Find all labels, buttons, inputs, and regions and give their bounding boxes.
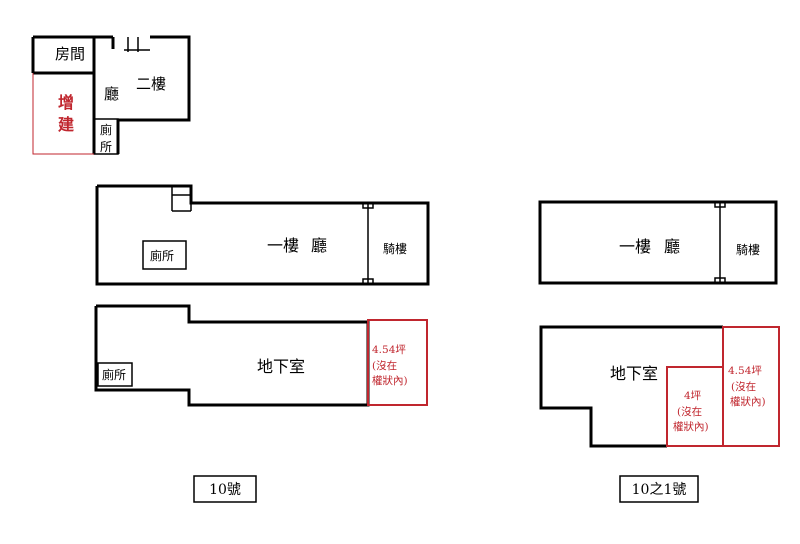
unit10-floor1-label: 一樓 [267,236,299,255]
unit10-extra-area-note-1: (沒在 [372,359,397,372]
unit10-extra-area-box [367,319,428,406]
unit10-floor1-hall-label: 廳 [311,236,327,255]
column-mark [714,277,726,284]
unit10-caption-box [193,475,257,503]
extension-label-2: 建 [58,115,74,134]
floor2-toilet-box [93,118,119,155]
unit10-1-extra-area-a-note-2: 權狀內) [673,420,709,433]
floor2-hall-label: 廳 [104,85,119,103]
unit10-1-extra-area-b-box [722,326,780,447]
column-mark [362,202,374,209]
unit10-basement-toilet-label: 廁所 [102,367,126,382]
column-mark [362,278,374,285]
floor2-outer-wall-right [116,35,191,154]
unit10-1-extra-area-b-note-1: (沒在 [731,380,756,393]
unit10-1-extra-area-a-note-1: (沒在 [677,405,702,418]
unit10-caption-text: 10號 [209,482,241,498]
unit10-basement-plan: 廁所 地下室 4.54坪 (沒在 權狀內) [94,304,428,407]
unit10-extra-area-note-2: 權狀內) [372,374,408,387]
unit10-1-arcade-label: 騎樓 [736,242,760,257]
unit10-floor1-toilet-label: 廁所 [150,248,174,263]
unit10-1-caption: 10之1號 [619,475,699,503]
unit10-1-caption-box [619,475,699,503]
unit10-1-floor1-hall-label: 廳 [664,237,680,256]
unit10-1-basement-label: 地下室 [610,364,658,383]
unit10-basement-label: 地下室 [257,357,305,376]
extension-outline [32,73,94,155]
unit10-1-extra-area-b-size: 4.54坪 [728,364,762,377]
column-mark [714,201,726,208]
room-label: 房間 [55,45,85,63]
floor2-toilet-label-1: 廁 [100,122,112,137]
unit10-floor1-plan: 廁所 一樓 廳 騎樓 [95,184,430,286]
floor2-toilet-label-2: 所 [100,140,112,154]
unit10-1-extra-area-b-note-2: 權狀內) [730,395,766,408]
unit10-1-basement-plan: 地下室 4坪 (沒在 權狀內) 4.54坪 (沒在 權狀內) [539,325,780,448]
floor2-plan: 房間 二樓 廳 增 建 廁 所 [31,35,191,155]
unit10-basement-toilet-box [97,362,133,387]
floor2-label: 二樓 [136,75,166,93]
unit10-1-floor1-plan: 一樓 廳 騎樓 [538,200,778,285]
unit10-1-floor1-label: 一樓 [619,237,651,256]
unit10-basement-outline [94,304,370,407]
unit10-caption: 10號 [193,475,257,503]
unit10-extra-area-size: 4.54坪 [372,343,406,356]
unit10-floor1-toilet-box [142,240,187,270]
unit10-1-extra-area-a-size: 4坪 [684,389,702,402]
unit10-1-floor1-outline [538,200,778,285]
extension-label-1: 增 [58,93,74,112]
unit10-1-caption-text: 10之1號 [632,482,687,498]
unit10-1-basement-outline [539,325,723,448]
unit10-arcade-label: 騎樓 [383,241,407,256]
